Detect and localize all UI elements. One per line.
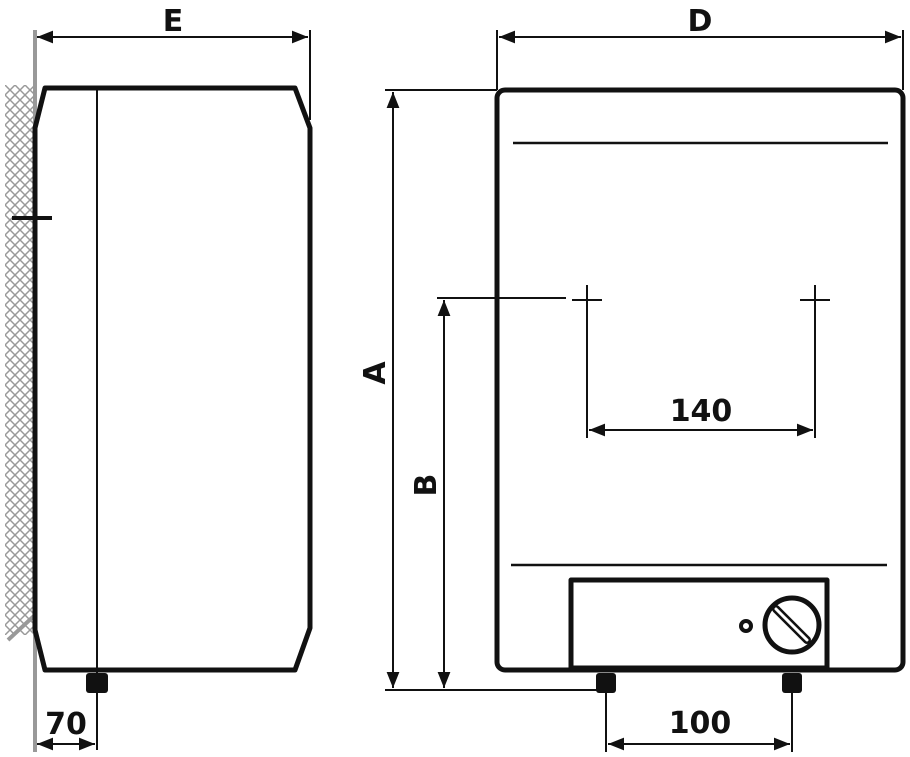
label-a: A <box>358 361 393 385</box>
indicator-light <box>739 619 753 633</box>
label-d: D <box>688 4 713 39</box>
mount-point-left <box>572 285 602 315</box>
side-view <box>12 30 313 750</box>
label-70: 70 <box>45 707 87 742</box>
label-b: B <box>409 474 444 497</box>
pipe-connector <box>782 673 802 693</box>
pipe-connector <box>86 673 108 693</box>
label-140: 140 <box>670 394 733 429</box>
dimension-b: B <box>409 297 566 688</box>
thermostat-knob <box>762 595 822 655</box>
dimension-d: D <box>496 4 904 90</box>
label-100: 100 <box>669 706 732 741</box>
front-view <box>494 87 906 693</box>
pipe-connector <box>596 673 616 693</box>
label-e: E <box>163 4 184 39</box>
dimension-e: E <box>37 4 308 44</box>
dimension-100: 100 <box>605 693 793 752</box>
dimension-140: 140 <box>586 315 816 438</box>
dimension-a: A <box>358 89 600 691</box>
wall <box>5 30 37 752</box>
dimension-70: 70 <box>37 707 95 751</box>
mount-point-right <box>800 285 830 315</box>
